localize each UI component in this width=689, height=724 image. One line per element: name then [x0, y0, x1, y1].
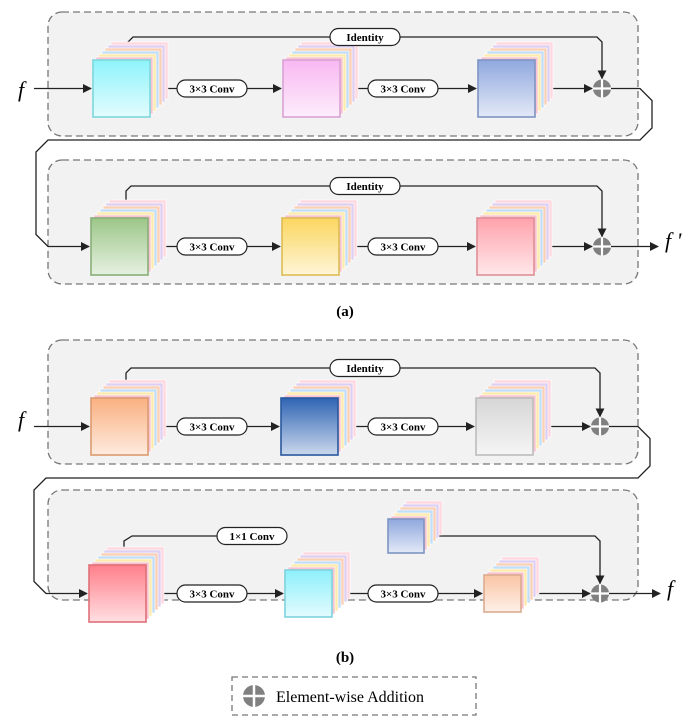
panel-b-block2-featmap-2 — [284, 551, 351, 618]
panel-a-block1-featmap-1 — [92, 41, 169, 118]
panel-b-block1-conv2: 3×3 Conv — [367, 417, 439, 436]
panel-a-block2-featmap-3 — [476, 199, 553, 276]
panel-a-block2-featmap-1 — [90, 199, 167, 276]
legend-label: Element-wise Addition — [276, 689, 424, 706]
panel-b-block1-featmap-1 — [90, 379, 167, 456]
panel-b-block2-featmap-proj-front — [387, 518, 425, 554]
panel-a-block2-skip-label: Identity — [346, 181, 384, 193]
panel-b-block1-featmap-3 — [475, 379, 552, 456]
panel-b-block1-conv2-label: 3×3 Conv — [380, 422, 426, 434]
panel-a-block1-conv1-label: 3×3 Conv — [189, 84, 235, 96]
panel-a-input-label: f — [18, 77, 27, 102]
panel-b-block1-conv1-label: 3×3 Conv — [189, 422, 235, 434]
panel-a-block2-conv1: 3×3 Conv — [176, 237, 248, 256]
panel-a-block2-featmap-2-front — [281, 217, 340, 276]
panel-b-block2-featmap-3-front — [483, 574, 522, 613]
panel-a-connector — [35, 87, 653, 252]
panel-b-block1-conv1: 3×3 Conv — [176, 417, 248, 436]
panel-b-block2-sum-node — [591, 584, 609, 603]
panel-b-input-label: f — [18, 407, 27, 432]
panel-b-connector — [33, 425, 651, 599]
panel-a-block1-skip-label: Identity — [346, 32, 384, 44]
legend-box — [231, 676, 477, 716]
plus-circle-icon — [243, 685, 265, 707]
panel-a-output-label: f ' — [665, 228, 682, 253]
panel-b-output-label: f — [667, 576, 676, 601]
panel-b-block2-skip-label: 1×1 Conv — [229, 531, 275, 543]
panel-b-block2-proj-to-sum — [438, 535, 605, 585]
panel-b-block1-skip: Identity — [329, 358, 401, 378]
panel-b-block2-conv2-label: 3×3 Conv — [380, 589, 426, 601]
panel-a-block2-skip: Identity — [329, 176, 401, 196]
panel-a-block1-conv2-label: 3×3 Conv — [380, 84, 426, 96]
panel-b-block1-featmap-1-front — [90, 397, 149, 456]
panel-b-block1-skip-label: Identity — [346, 363, 384, 375]
panel-a-block1-featmap-2-front — [282, 59, 341, 118]
panel-a-block2-featmap-2 — [281, 199, 358, 276]
panel-a-block1-featmap-3 — [477, 41, 554, 118]
panel-b-block2-conv1-label: 3×3 Conv — [189, 589, 235, 601]
panel-b-block1-featmap-3-front — [475, 397, 534, 456]
panel-b-block2-skip: 1×1 Conv — [216, 526, 288, 546]
panel-a-block1-featmap-2 — [282, 41, 359, 118]
panel-b-block2-featmap-1 — [88, 546, 165, 623]
panel-a-block1-conv2: 3×3 Conv — [367, 79, 439, 98]
panel-a-block2-conv2-label: 3×3 Conv — [380, 242, 426, 254]
panel-a-block1-sum-node — [593, 79, 611, 98]
panel-b-block2-featmap-2-front — [284, 569, 333, 618]
panel-b-block2-conv2: 3×3 Conv — [367, 584, 439, 603]
panel-a-block2-featmap-3-front — [476, 217, 535, 276]
panel-a-caption: (a) — [336, 304, 354, 320]
panel-a-block2-sum-node — [593, 237, 611, 256]
panel-a-block1-featmap-3-front — [477, 59, 536, 118]
panel-b-block2-featmap-proj — [387, 500, 443, 554]
panel-b-block1-featmap-2 — [280, 379, 357, 456]
panel-a-block1-featmap-1-front — [92, 59, 151, 118]
panel-a-block2-conv1-label: 3×3 Conv — [189, 242, 235, 254]
panel-b-block1-featmap-2-front — [280, 397, 339, 456]
panel-b-block2-conv1: 3×3 Conv — [176, 584, 248, 603]
panel-b-block2-featmap-1-front — [88, 564, 147, 623]
panel-b-block1-sum-node — [591, 417, 609, 436]
panel-a-block1-skip: Identity — [329, 27, 401, 47]
panel-b-caption: (b) — [336, 650, 354, 666]
panel-b-block2-featmap-3 — [483, 556, 540, 613]
panel-a-block1-conv1: 3×3 Conv — [176, 79, 248, 98]
panel-a-block2-featmap-1-front — [90, 217, 149, 276]
panel-a-block2-conv2: 3×3 Conv — [367, 237, 439, 256]
